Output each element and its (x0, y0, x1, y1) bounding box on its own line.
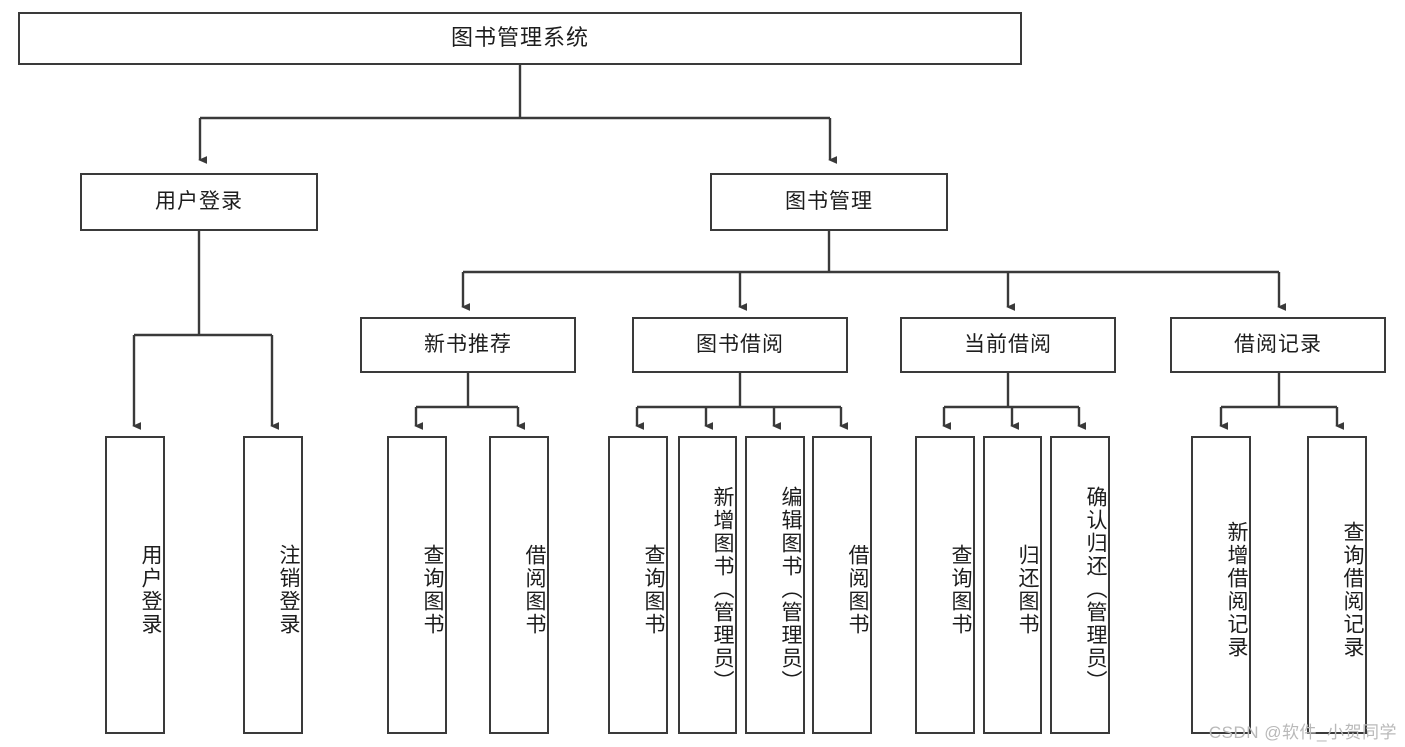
node-leaf-query-book-borrow[interactable]: 查询图书 (608, 436, 668, 734)
node-book-borrow[interactable]: 图书借阅 (632, 317, 848, 373)
node-new-book-recommend[interactable]: 新书推荐 (360, 317, 576, 373)
watermark-text: CSDN @软件_小贺同学 (1208, 723, 1397, 742)
node-leaf-add-borrow-record[interactable]: 新增借阅记录 (1191, 436, 1251, 734)
node-leaf-confirm-return-admin[interactable]: 确认归还（管理员） (1050, 436, 1110, 734)
node-leaf-query-book-current[interactable]: 查询图书 (915, 436, 975, 734)
node-leaf-return-book[interactable]: 归还图书 (983, 436, 1042, 734)
node-user-login[interactable]: 用户登录 (80, 173, 318, 231)
node-root-system[interactable]: 图书管理系统 (18, 12, 1022, 65)
node-leaf-query-borrow-record[interactable]: 查询借阅记录 (1307, 436, 1367, 734)
node-book-management[interactable]: 图书管理 (710, 173, 948, 231)
node-leaf-borrow-book[interactable]: 借阅图书 (812, 436, 872, 734)
node-leaf-borrow-book-recommend[interactable]: 借阅图书 (489, 436, 549, 734)
node-leaf-edit-book-admin[interactable]: 编辑图书（管理员） (745, 436, 805, 734)
node-leaf-user-login[interactable]: 用户登录 (105, 436, 165, 734)
node-borrow-records[interactable]: 借阅记录 (1170, 317, 1386, 373)
node-leaf-logout[interactable]: 注销登录 (243, 436, 303, 734)
node-current-borrow[interactable]: 当前借阅 (900, 317, 1116, 373)
node-leaf-query-book-recommend[interactable]: 查询图书 (387, 436, 447, 734)
node-leaf-add-book-admin[interactable]: 新增图书（管理员） (678, 436, 737, 734)
